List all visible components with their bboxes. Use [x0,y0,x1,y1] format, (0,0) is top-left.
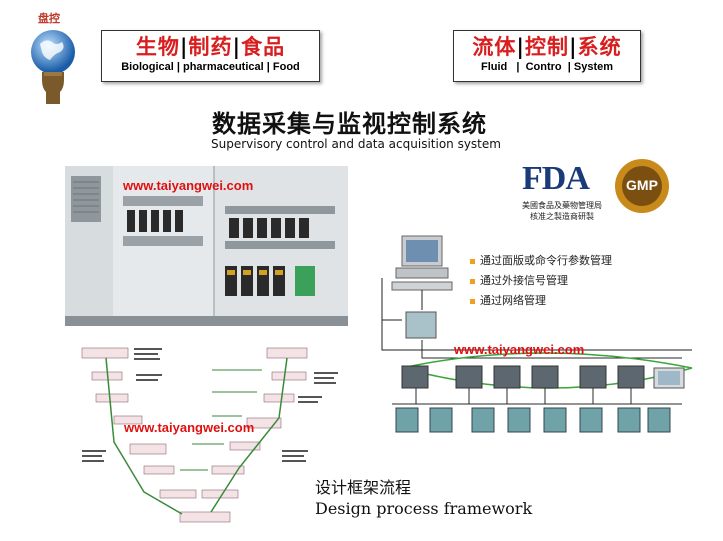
network-bullet-1: 通过面版或命令行参数管理 [470,252,612,268]
header-right-part-1: 流体 [472,34,517,59]
flowchart-caption-cn: 设计框架流程 [315,478,412,497]
globe-fist-icon [31,30,75,104]
header-left-part-3: 食品 [241,34,286,59]
page-title: 数据采集与监视控制系统 [212,110,487,138]
flowchart-caption-en: Design process framework [315,499,533,518]
watermark-flowchart: www.taiyangwei.com [124,420,255,435]
fda-logo: FDA [522,160,590,197]
network-bullet-3-text: 通过网络管理 [480,294,546,307]
header-right-part-2: 控制 [525,34,569,59]
network-bullet-3: 通过网络管理 [470,292,546,308]
fda-badge: FDA 美國食品及藥物管理局 核准之製造商研製 [522,160,612,222]
watermark-photo: www.taiyangwei.com [123,178,254,193]
gmp-seal-icon [615,159,669,213]
cabinet-illustration [65,166,348,326]
network-bullet-2: 通过外接信号管理 [470,272,568,288]
header-left-cn: 生物|制药|食品 [135,34,286,59]
header-right-cn: 流体|控制|系统 [472,34,622,59]
watermark-network: www.taiyangwei.com [454,342,585,357]
network-topology [372,228,696,442]
header-left-part-1: 生物 [135,34,180,59]
header-box-fluid-control: 流体|控制|系统 Fluid | Contro | System [453,30,641,82]
bullet-square-icon [470,278,475,284]
network-bullet-2-text: 通过外接信号管理 [480,274,568,287]
company-logo: 盘控 [20,10,86,106]
page-subtitle: Supervisory control and data acquisition… [211,137,501,151]
header-left-part-2: 制药 [188,34,233,59]
control-cabinet-photo: www.taiyangwei.com [65,166,348,326]
network-bullet-1-text: 通过面版或命令行参数管理 [480,254,612,267]
flowchart-graphic [62,340,345,536]
network-diagram: 通过面版或命令行参数管理 通过外接信号管理 通过网络管理 www.taiyang… [372,228,696,442]
logo-text: 盘控 [38,12,60,25]
bullet-square-icon [470,298,475,304]
header-left-en: Biological | pharmaceutical | Food [121,61,300,73]
gmp-badge: GMP [614,158,670,214]
header-right-en: Fluid | Contro | System [480,61,614,73]
header-right-part-3: 系统 [577,34,622,59]
fda-line-1: 美國食品及藥物管理局 [522,201,602,210]
header-box-biopharma: 生物|制药|食品 Biological | pharmaceutical | F… [101,30,320,82]
design-flowchart: www.taiyangwei.com [62,340,345,536]
fda-line-2: 核准之製造商研製 [530,212,594,221]
bullet-square-icon [470,258,475,264]
gmp-logo: GMP [626,177,658,193]
